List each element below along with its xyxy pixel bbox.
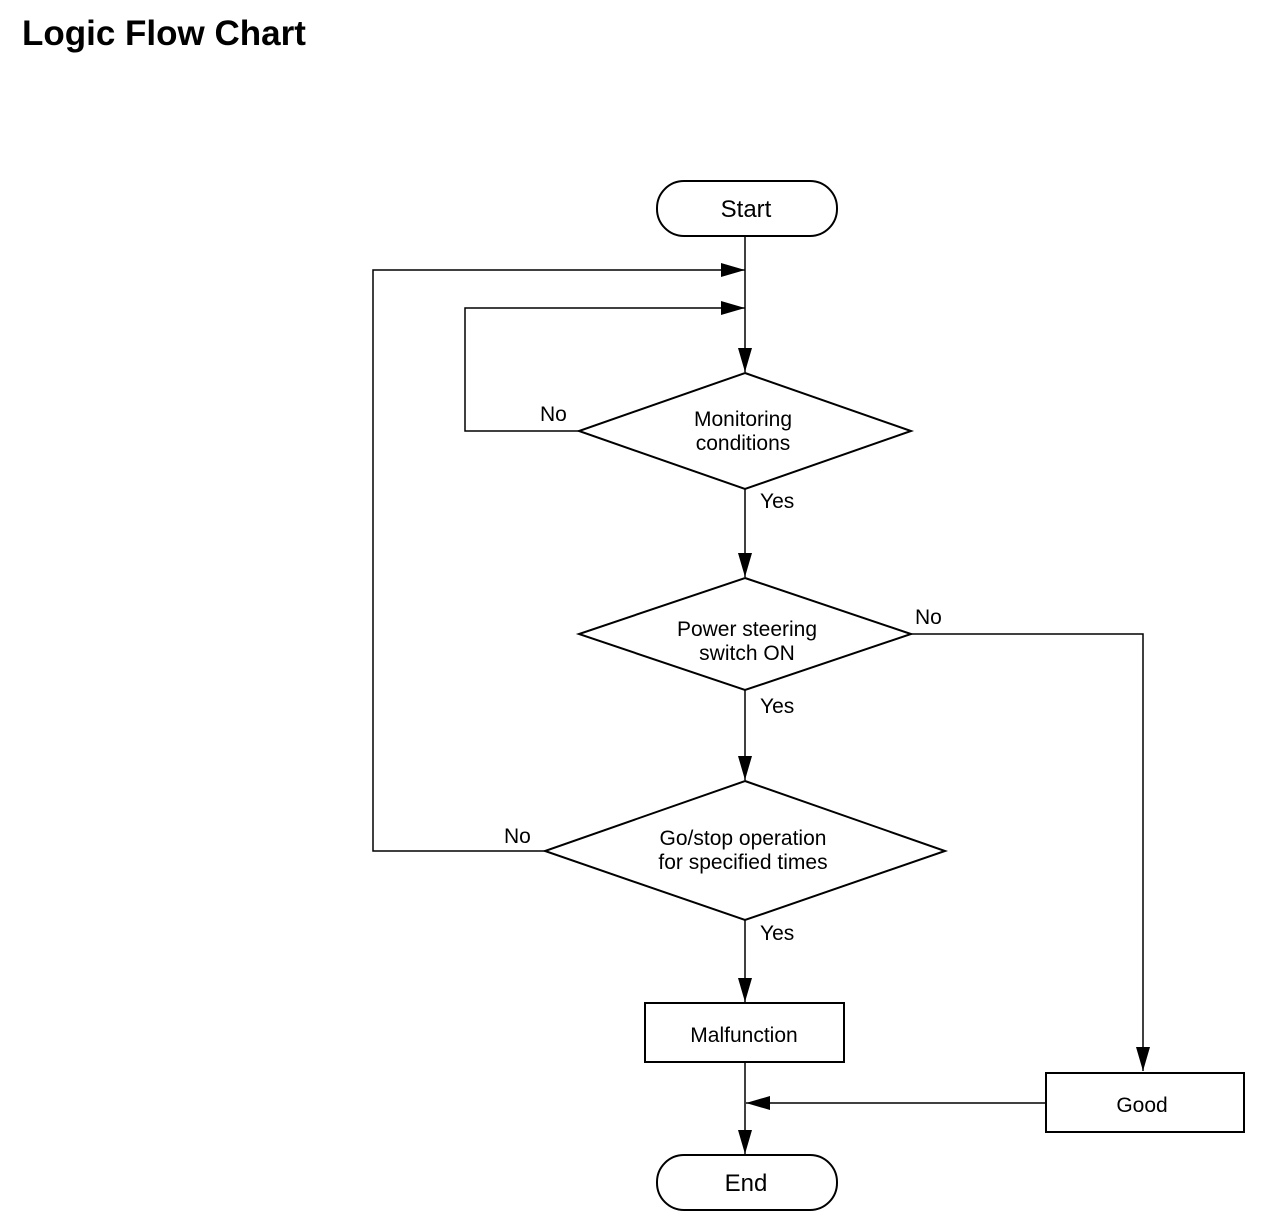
go-stop-decision: Go/stop operation for specified times [541,779,949,922]
monitoring-label-line1: Monitoring [694,408,792,431]
end-label: End [725,1170,768,1197]
power-steering-no-arrow [911,633,1150,1071]
power-steering-decision: Power steering switch ON [575,576,915,692]
power-steering-label-line2: switch ON [699,642,795,665]
good-node: Good [1045,1072,1245,1133]
start-label: Start [721,196,772,223]
good-label: Good [1116,1094,1167,1117]
monitoring-no-loop-arrow [464,301,745,432]
start-node: Start [656,180,838,237]
go-stop-no-loop-arrow [372,263,745,852]
monitoring-decision: Monitoring conditions [575,371,915,491]
malfunction-node: Malfunction [644,1002,845,1063]
page-title: Logic Flow Chart [22,14,306,53]
go-stop-no-label: No [504,825,531,848]
end-node: End [656,1154,838,1211]
monitoring-label-line2: conditions [696,432,791,455]
malfunction-label: Malfunction [690,1024,797,1047]
go-stop-label-line1: Go/stop operation [660,827,827,850]
power-steering-label-line1: Power steering [677,618,817,641]
go-stop-yes-label: Yes [760,922,794,945]
monitoring-no-label: No [540,403,567,426]
go-stop-label-line2: for specified times [658,851,827,874]
monitoring-yes-label: Yes [760,490,794,513]
power-steering-no-label: No [915,606,942,629]
power-steering-yes-label: Yes [760,695,794,718]
